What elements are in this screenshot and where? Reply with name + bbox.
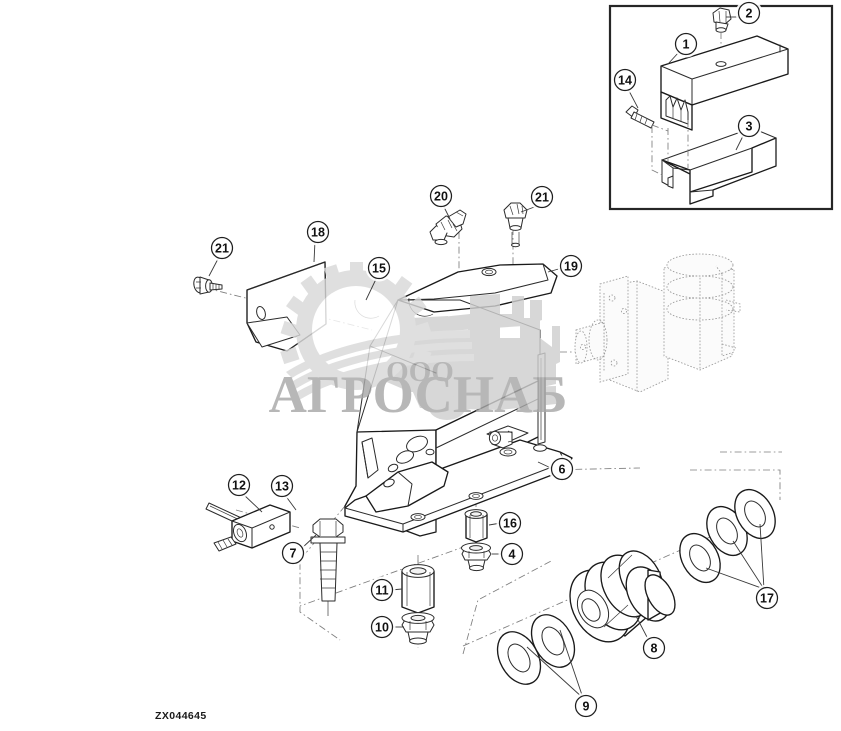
figure-id-label: ZX044645: [155, 710, 207, 722]
callout-label: 21: [535, 191, 549, 205]
callout-label: 18: [311, 226, 325, 240]
callout-7[interactable]: 7: [279, 539, 307, 567]
part-13-sleeve-bushing: [213, 504, 291, 552]
callout-18[interactable]: 18: [304, 218, 332, 246]
callout-label: 1: [683, 38, 690, 52]
part-21-grease-fitting-upper: [503, 202, 528, 248]
inset-detail-panel: [608, 4, 834, 211]
callout-4[interactable]: 4: [498, 540, 526, 568]
watermark-company-form: ООО: [386, 356, 454, 388]
part-21-grease-fitting-left: [193, 276, 223, 295]
part-17-shim-washers: [679, 488, 776, 584]
callout-10[interactable]: 10: [368, 613, 396, 641]
callout-label: 12: [232, 479, 246, 493]
watermark-company-name: АГРОСНАБ: [269, 366, 568, 424]
callout-label: 4: [509, 548, 516, 562]
part-1-cover-guard: [660, 35, 789, 131]
callout-label: 10: [375, 621, 389, 635]
callout-15[interactable]: 15: [365, 254, 393, 282]
field-lines-icon: [286, 330, 474, 402]
callout-14[interactable]: 14: [611, 66, 639, 94]
callout-label: 6: [559, 463, 566, 477]
leader-lines: [208, 16, 765, 699]
callout-17[interactable]: 17: [753, 584, 781, 612]
callout-6[interactable]: 6: [548, 455, 576, 483]
callout-12[interactable]: 12: [225, 471, 253, 499]
callout-20[interactable]: 20: [427, 182, 455, 210]
callout-13[interactable]: 13: [268, 472, 296, 500]
callout-19[interactable]: 19: [557, 252, 585, 280]
callout-label: 7: [290, 547, 297, 561]
part-10-flange-nut: [401, 612, 435, 645]
callout-3[interactable]: 3: [735, 112, 763, 140]
callout-label: 15: [372, 262, 386, 276]
callout-label: 16: [503, 517, 517, 531]
callout-21-left[interactable]: 21: [208, 234, 236, 262]
part-16-bushing: [464, 509, 488, 543]
callout-label: 17: [760, 592, 774, 606]
callout-label: 3: [746, 120, 753, 134]
callout-label: 2: [746, 7, 753, 21]
callout-label: 19: [564, 260, 578, 274]
part-8-track-roller: [569, 550, 676, 643]
callout-label: 13: [275, 480, 289, 494]
part-4-flange-nut: [461, 542, 492, 572]
callout-16[interactable]: 16: [496, 509, 524, 537]
callout-label: 21: [215, 242, 229, 256]
callout-label: 20: [434, 190, 448, 204]
callout-8[interactable]: 8: [640, 634, 668, 662]
part-14-cap-screw: [625, 105, 669, 132]
callout-9[interactable]: 9: [572, 692, 600, 720]
callout-label: 11: [375, 584, 388, 598]
part-11-bushing: [401, 564, 435, 614]
callout-21-upper[interactable]: 21: [528, 183, 556, 211]
callout-bubble-group: 2 1 14 3 20: [208, 0, 781, 720]
callout-1[interactable]: 1: [672, 30, 700, 58]
part-7-cap-screw: [310, 518, 346, 616]
callout-2[interactable]: 2: [735, 0, 763, 27]
callout-11[interactable]: 11: [368, 576, 396, 604]
callout-label: 9: [583, 700, 590, 714]
part-20-elbow-fitting: [429, 209, 467, 246]
part-9-shim-washers: [496, 614, 576, 685]
callout-label: 14: [618, 74, 632, 88]
hydraulic-motor-ghost: [574, 253, 741, 393]
callout-label: 8: [651, 642, 658, 656]
